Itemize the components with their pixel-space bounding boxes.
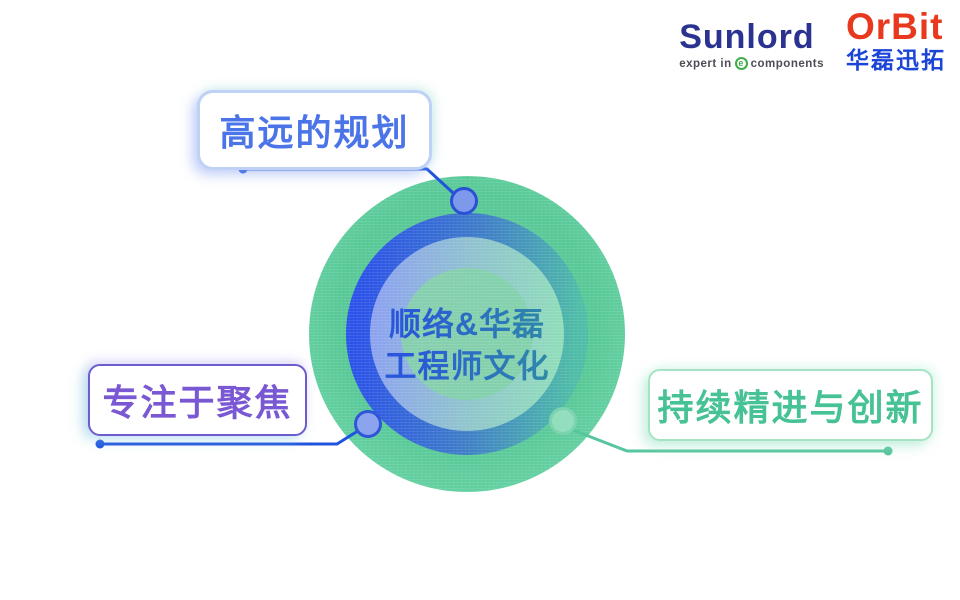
label-box-planning: 高远的规划 (197, 90, 432, 170)
sunlord-logo: Sunlord expert in e components (679, 20, 824, 70)
orbit-logo: OrBit 华磊迅拓 (846, 8, 946, 72)
label-box-focus: 专注于聚焦 (88, 364, 307, 436)
orbit-wordmark: OrBit (846, 6, 944, 47)
sunlord-wordmark: Sunlord (679, 18, 815, 56)
connector-tick-left (95, 439, 105, 449)
orbit-subtitle: 华磊迅拓 (846, 47, 946, 73)
donut-node-right (549, 407, 577, 435)
donut-center-disc (401, 268, 533, 400)
connector-line-right (564, 425, 888, 453)
e-components-icon: e (734, 57, 748, 70)
sunlord-tagline-right: components (750, 57, 824, 70)
connector-line-top (243, 167, 465, 204)
logo-area: Sunlord expert in e components OrBit 华磊迅… (679, 8, 946, 72)
sunlord-tagline-left: expert in (679, 57, 732, 70)
culture-donut: 顺络&华磊 工程师文化 (309, 176, 625, 492)
sunlord-tagline: expert in e components (679, 57, 824, 70)
connector-tick-right (883, 446, 893, 456)
donut-node-left (354, 410, 382, 438)
label-box-innovation: 持续精进与创新 (648, 369, 933, 441)
donut-node-top (450, 187, 478, 215)
